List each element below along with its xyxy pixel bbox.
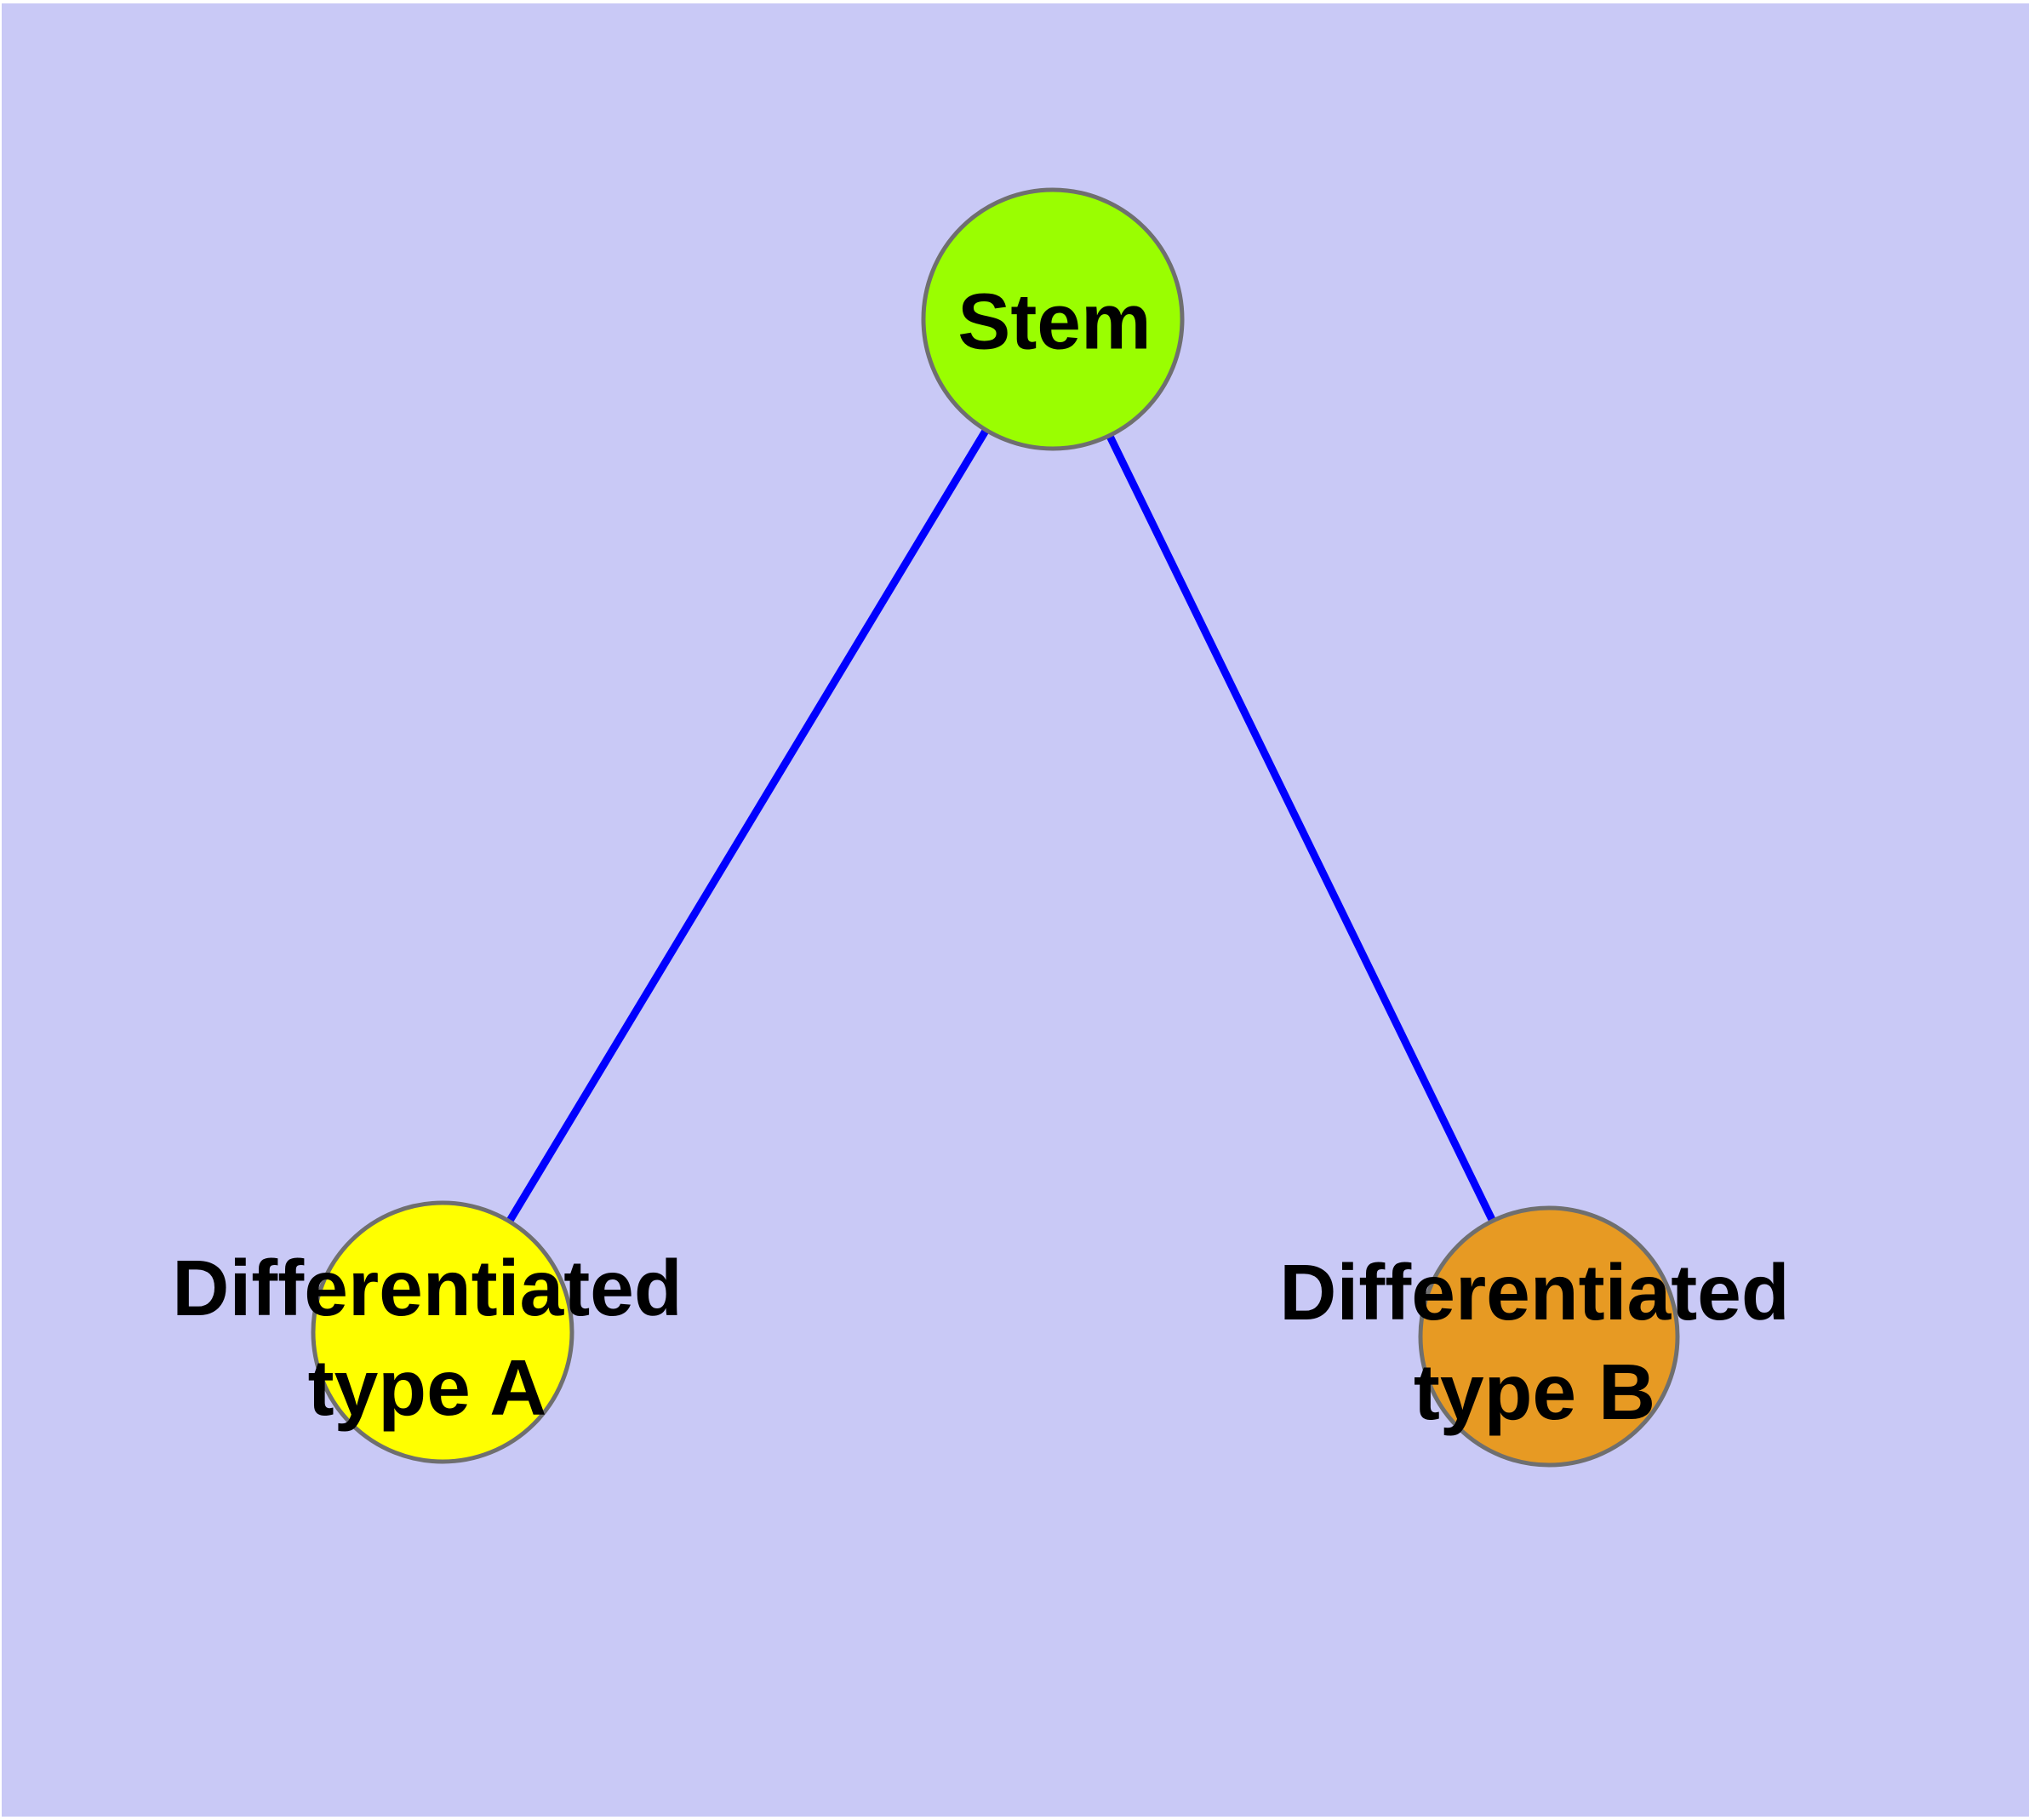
edge-stem-type-a — [439, 317, 1056, 1335]
node-type-b — [1418, 1205, 1680, 1468]
node-stem — [921, 187, 1185, 451]
node-label-stem: Stem — [957, 277, 1152, 366]
node-label-type-a: Differentiated type A — [172, 1244, 683, 1432]
node-label-type-b: Differentiated type B — [1279, 1248, 1790, 1436]
edge-stem-type-b — [1049, 318, 1553, 1338]
node-type-a — [311, 1200, 574, 1464]
